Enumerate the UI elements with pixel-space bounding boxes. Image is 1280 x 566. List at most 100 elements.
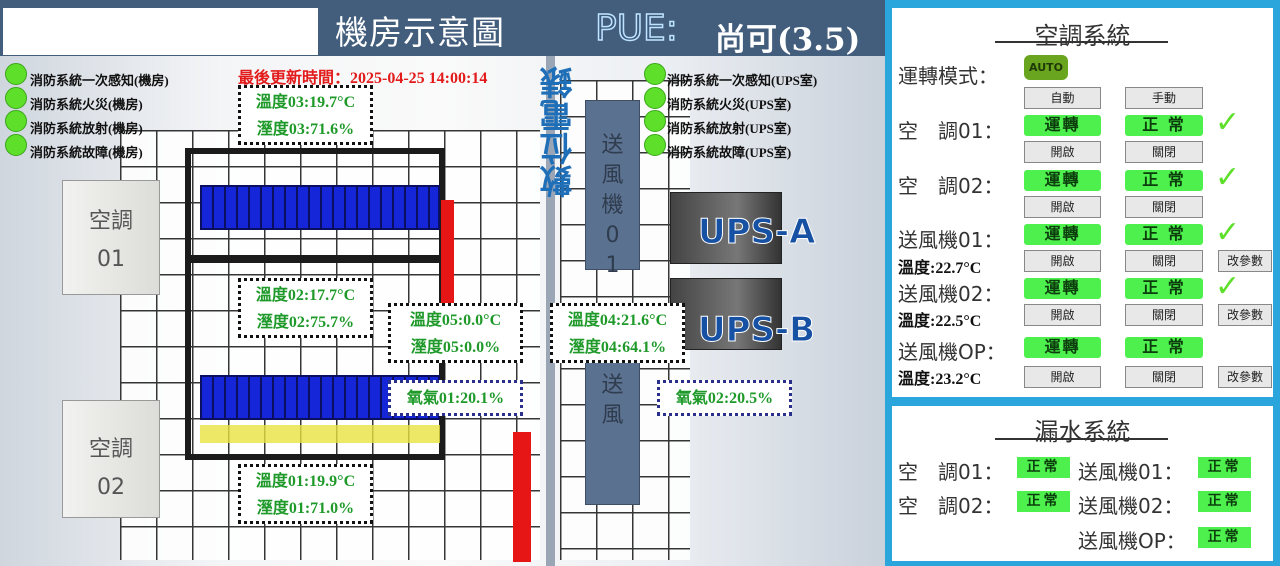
sensor-05: 溫度05:0.0°C 溼度05:0.0% <box>388 303 523 363</box>
leak-label: 空 調01： <box>898 460 1004 484</box>
status-light <box>644 63 666 85</box>
ups-a-label: UPS-A <box>697 212 816 253</box>
leak-label: 空 調02： <box>898 494 1004 518</box>
temperature-reading: 溫度:22.5°C <box>898 313 982 330</box>
leak-status: 正常 <box>1017 457 1070 478</box>
edit-params-button[interactable]: 改參數 <box>1218 366 1272 388</box>
auto-mode-button[interactable]: 自動 <box>1024 87 1101 109</box>
fire-alarm-label: 消防系統一次感知(UPS室) <box>667 73 818 88</box>
close-button[interactable]: 關閉 <box>1125 141 1203 163</box>
temperature-reading: 溫度:23.2°C <box>898 371 982 388</box>
health-status: 正 常 <box>1125 170 1203 191</box>
ac-unit-01-label: 空調01 <box>88 209 133 272</box>
run-status: 運轉 <box>1024 170 1101 191</box>
humidity-reading: 溼度05:0.0% <box>410 339 501 356</box>
page-title: 機房示意圖 <box>335 13 505 52</box>
control-panel: 空調系統 運轉模式： AUTO 自動 手動 空 調01： 運轉 正 常 ✓ 開啟… <box>885 0 1280 566</box>
title-underline <box>995 438 1168 440</box>
temperature-reading: 溫度02:17.7°C <box>255 287 356 304</box>
fire-alarm-label: 消防系統一次感知(機房) <box>30 73 169 88</box>
ups-b-label: UPS-B <box>697 310 816 351</box>
open-button[interactable]: 開啟 <box>1024 141 1101 163</box>
fire-panel <box>513 432 531 562</box>
fire-alarm-label: 消防系統故障(機房) <box>30 145 143 160</box>
ac-system-title: 空調系統 <box>1034 22 1131 50</box>
ups-b-cabinet <box>670 278 782 350</box>
leak-status: 正常 <box>1198 457 1251 478</box>
ac-system-card: 空調系統 運轉模式： AUTO 自動 手動 空 調01： 運轉 正 常 ✓ 開啟… <box>892 8 1273 397</box>
unit-label: 空 調01： <box>898 119 1004 143</box>
status-light <box>644 110 666 132</box>
open-button[interactable]: 開啟 <box>1024 366 1101 388</box>
open-button[interactable]: 開啟 <box>1024 304 1101 326</box>
temperature-reading: 溫度:22.7°C <box>898 260 982 277</box>
status-light <box>644 134 666 156</box>
leak-status: 正常 <box>1017 491 1070 512</box>
check-icon: ✓ <box>1215 105 1241 140</box>
digital-meter-label: 數位電錶 <box>539 66 578 198</box>
oxygen-sensor-02: 氧氣02:20.5% <box>657 380 792 416</box>
open-button[interactable]: 開啟 <box>1024 250 1101 272</box>
pue-label: PUE: <box>594 7 678 50</box>
mode-label: 運轉模式： <box>898 64 998 88</box>
health-status: 正 常 <box>1125 337 1203 358</box>
health-status: 正 常 <box>1125 115 1203 136</box>
sensor-02: 溫度02:17.7°C 溼度02:75.7% <box>238 278 373 338</box>
leak-label: 送風機02： <box>1078 494 1184 518</box>
temperature-reading: 溫度03:19.7°C <box>255 94 356 111</box>
humidity-reading: 溼度04:64.1% <box>568 339 667 356</box>
mode-indicator: AUTO <box>1024 55 1068 80</box>
ac-unit-02-label: 空調02 <box>88 437 133 500</box>
leak-label: 送風機OP： <box>1078 529 1186 553</box>
fire-alarm-label: 消防系統火災(機房) <box>30 97 143 112</box>
fire-alarm-label: 消防系統放射(UPS室) <box>667 121 792 136</box>
status-light <box>644 87 666 109</box>
close-button[interactable]: 關閉 <box>1125 250 1203 272</box>
edit-params-button[interactable]: 改參數 <box>1218 250 1272 272</box>
health-status: 正 常 <box>1125 224 1203 245</box>
ac-unit-02: 空調02 <box>62 400 160 518</box>
check-icon: ✓ <box>1215 160 1241 195</box>
fan-unit-01: 送風機01 <box>585 100 640 278</box>
leak-system-title: 漏水系統 <box>1034 418 1131 446</box>
unit-label: 空 調02： <box>898 174 1004 198</box>
humidity-reading: 溼度02:75.7% <box>256 314 355 331</box>
unit-label: 送風機02： <box>898 282 1004 306</box>
temperature-reading: 溫度04:21.6°C <box>567 312 668 329</box>
sensor-03: 溫度03:19.7°C 溼度03:71.6% <box>238 85 373 145</box>
manual-mode-button[interactable]: 手動 <box>1125 87 1203 109</box>
server-rack-top <box>200 185 440 230</box>
close-button[interactable]: 關閉 <box>1125 366 1203 388</box>
oxygen-sensor-01: 氧氣01:20.1% <box>388 380 523 416</box>
run-status: 運轉 <box>1024 115 1101 136</box>
logo-area <box>3 8 318 55</box>
leak-system-card: 漏水系統 空 調01： 正常 送風機01： 正常 空 調02： 正常 送風機02… <box>892 406 1273 561</box>
temperature-reading: 溫度01:19.9°C <box>255 473 356 490</box>
status-light <box>5 63 27 85</box>
rack-base <box>200 425 440 443</box>
ups-a-cabinet <box>670 192 782 264</box>
unit-label: 送風機OP： <box>898 340 1006 364</box>
close-button[interactable]: 關閉 <box>1125 304 1203 326</box>
close-button[interactable]: 關閉 <box>1125 196 1203 218</box>
title-underline <box>995 41 1168 43</box>
open-button[interactable]: 開啟 <box>1024 196 1101 218</box>
humidity-reading: 溼度03:71.6% <box>256 121 355 138</box>
ac-unit-01: 空調01 <box>62 180 160 295</box>
temperature-reading: 溫度05:0.0°C <box>409 312 502 329</box>
run-status: 運轉 <box>1024 224 1101 245</box>
leak-label: 送風機01： <box>1078 460 1184 484</box>
last-update-time: 最後更新時間：2025-04-25 14:00:14 <box>238 70 488 87</box>
fan-unit-02: 送風 <box>585 362 640 505</box>
leak-status: 正常 <box>1198 491 1251 512</box>
fire-alarm-label: 消防系統放射(機房) <box>30 121 143 136</box>
fan-unit-01-label: 送風機01 <box>601 133 624 278</box>
sensor-04: 溫度04:21.6°C 溼度04:64.1% <box>550 303 685 363</box>
unit-label: 送風機01： <box>898 228 1004 252</box>
status-light <box>5 110 27 132</box>
edit-params-button[interactable]: 改參數 <box>1218 304 1272 326</box>
status-light <box>5 134 27 156</box>
check-icon: ✓ <box>1215 215 1241 250</box>
run-status: 運轉 <box>1024 278 1101 299</box>
